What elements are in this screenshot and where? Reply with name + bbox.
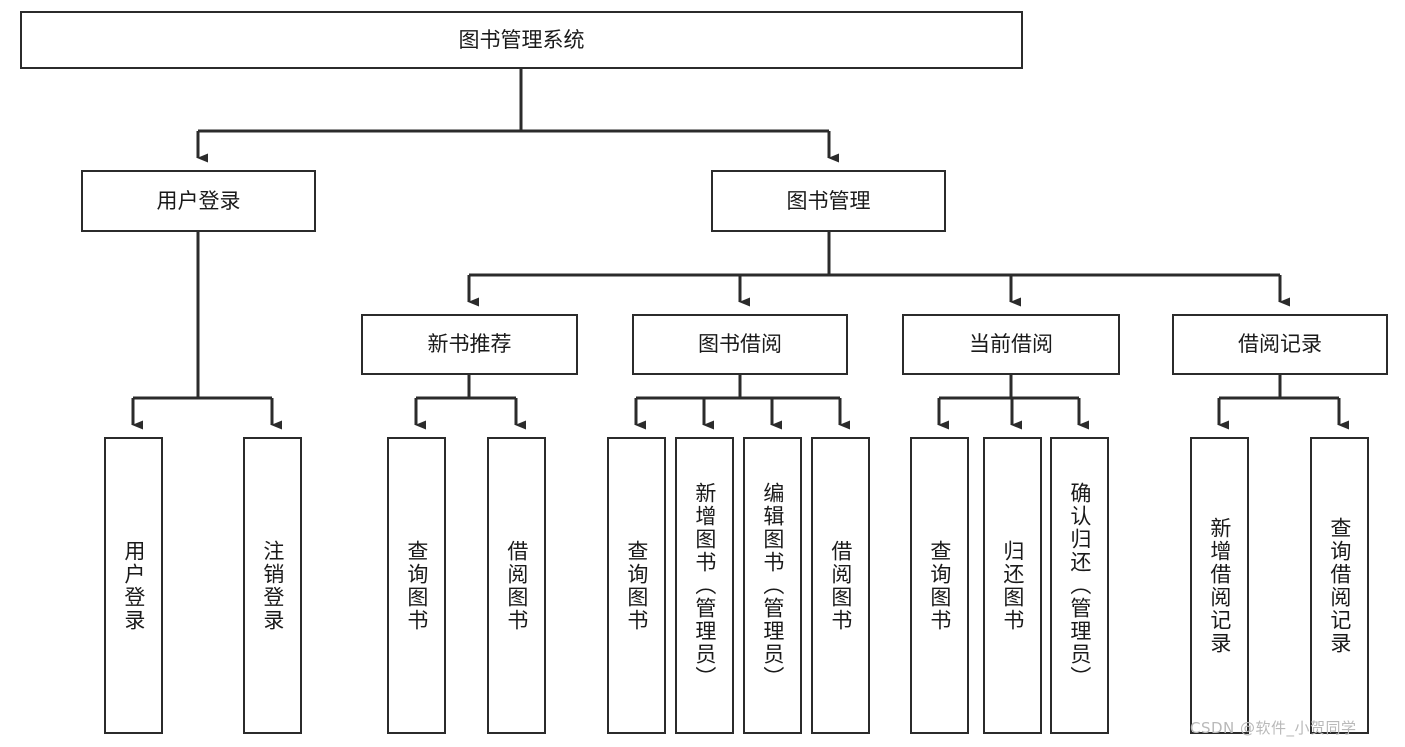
leaf-query-book-3-label: 查询图书 (927, 539, 952, 632)
leaf-add-record-label: 新增借阅记录 (1207, 516, 1232, 655)
edge-group-book-borrow (634, 375, 850, 430)
leaf-query-book-1[interactable]: 查询图书 (387, 437, 446, 734)
node-borrow-record-label: 借阅记录 (1238, 332, 1322, 357)
leaf-user-logout[interactable]: 注销登录 (243, 437, 302, 734)
node-new-book-rec-label: 新书推荐 (427, 332, 512, 357)
edge-group-user-login (131, 232, 282, 430)
leaf-add-record[interactable]: 新增借阅记录 (1190, 437, 1249, 734)
leaf-add-book[interactable]: 新增图书（管理员） (675, 437, 734, 734)
node-root[interactable]: 图书管理系统 (20, 11, 1023, 69)
node-root-label: 图书管理系统 (458, 27, 585, 52)
leaf-add-book-label: 新增图书（管理员） (692, 482, 717, 689)
edge-group-current-borrow (937, 375, 1089, 430)
leaf-user-login[interactable]: 用户登录 (104, 437, 163, 734)
node-book-manage[interactable]: 图书管理 (711, 170, 946, 232)
leaf-borrow-book-1[interactable]: 借阅图书 (487, 437, 546, 734)
node-book-manage-label: 图书管理 (786, 188, 871, 213)
leaf-return-book-label: 归还图书 (1000, 539, 1025, 632)
node-current-borrow-label: 当前借阅 (969, 332, 1053, 357)
node-book-borrow-label: 图书借阅 (698, 332, 782, 357)
node-book-borrow[interactable]: 图书借阅 (632, 314, 848, 375)
leaf-query-book-3[interactable]: 查询图书 (910, 437, 969, 734)
leaf-edit-book-label: 编辑图书（管理员） (760, 482, 785, 689)
edge-group-book-manage (467, 232, 1290, 307)
node-current-borrow[interactable]: 当前借阅 (902, 314, 1120, 375)
leaf-query-book-1-label: 查询图书 (404, 539, 429, 632)
leaf-query-book-2[interactable]: 查询图书 (607, 437, 666, 734)
leaf-edit-book[interactable]: 编辑图书（管理员） (743, 437, 802, 734)
node-user-login[interactable]: 用户登录 (81, 170, 316, 232)
leaf-return-book[interactable]: 归还图书 (983, 437, 1042, 734)
leaf-query-book-2-label: 查询图书 (624, 539, 649, 632)
leaf-query-record-label: 查询借阅记录 (1327, 516, 1352, 655)
watermark: CSDN @软件_小贺同学 (1190, 719, 1357, 737)
leaf-user-logout-label: 注销登录 (260, 539, 285, 632)
node-new-book-rec[interactable]: 新书推荐 (361, 314, 578, 375)
node-user-login-label: 用户登录 (156, 188, 241, 213)
leaf-borrow-book-1-label: 借阅图书 (504, 539, 529, 632)
leaf-user-login-label: 用户登录 (121, 539, 146, 632)
edge-group-new-book-rec (414, 375, 526, 430)
edge-group-root (196, 69, 839, 163)
node-borrow-record[interactable]: 借阅记录 (1172, 314, 1388, 375)
leaf-confirm-return-label: 确认归还（管理员） (1067, 482, 1092, 689)
leaf-borrow-book-2[interactable]: 借阅图书 (811, 437, 870, 734)
leaf-confirm-return[interactable]: 确认归还（管理员） (1050, 437, 1109, 734)
edge-group-borrow-record (1217, 375, 1349, 430)
leaf-query-record[interactable]: 查询借阅记录 (1310, 437, 1369, 734)
leaf-borrow-book-2-label: 借阅图书 (828, 539, 853, 632)
